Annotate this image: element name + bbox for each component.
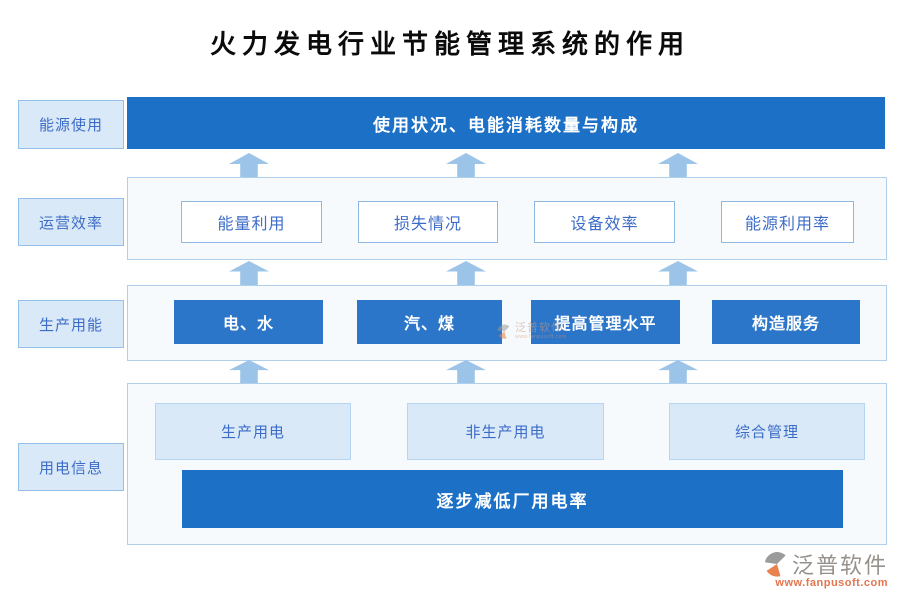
row-label-operation-efficiency-text: 运营效率 xyxy=(38,214,103,232)
row-label-production-energy-text: 生产用能 xyxy=(38,316,103,334)
up-arrow-icon xyxy=(658,261,698,285)
production-box-text: 汽、煤 xyxy=(403,316,455,333)
page-title: 火力发电行业节能管理系统的作用 xyxy=(209,30,690,59)
production-box-improve-management: 提高管理水平 xyxy=(531,300,680,344)
watermark-url: www.fanpusoft.com xyxy=(515,334,567,340)
efficiency-box-text: 能量利用 xyxy=(217,216,286,233)
efficiency-box-loss-situation: 损失情况 xyxy=(358,201,498,243)
production-box-steam-coal: 汽、煤 xyxy=(357,300,502,344)
reduce-plant-power-rate-bar: 逐步减低厂用电率 xyxy=(182,470,843,528)
production-box-text: 电、水 xyxy=(222,316,274,333)
watermark-text: 泛普软件 xyxy=(515,322,563,334)
electricity-box-text: 生产用电 xyxy=(220,424,285,441)
electricity-box-production-power: 生产用电 xyxy=(155,403,351,460)
efficiency-box-equipment-efficiency: 设备效率 xyxy=(534,201,675,243)
brand-name: 泛普软件 xyxy=(791,553,888,578)
watermark-logo: 泛普软件 www.fanpusoft.com xyxy=(497,323,567,340)
efficiency-box-energy-utilization: 能量利用 xyxy=(181,201,322,243)
up-arrow-icon xyxy=(658,360,698,383)
efficiency-box-text: 损失情况 xyxy=(393,216,462,233)
reduce-plant-power-rate-text: 逐步减低厂用电率 xyxy=(436,491,589,511)
efficiency-box-text: 能源利用率 xyxy=(744,216,830,233)
up-arrow-icon xyxy=(446,261,486,285)
up-arrow-icon xyxy=(229,360,269,383)
up-arrow-icon xyxy=(446,153,486,178)
row-label-operation-efficiency: 运营效率 xyxy=(18,198,124,246)
up-arrow-icon xyxy=(229,153,269,178)
up-arrow-icon xyxy=(229,261,269,285)
efficiency-box-energy-utilization-rate: 能源利用率 xyxy=(721,201,854,243)
up-arrow-icon xyxy=(446,360,486,383)
row-label-energy-use-text: 能源使用 xyxy=(38,117,103,134)
production-box-construct-service: 构造服务 xyxy=(712,300,860,344)
production-box-text: 提高管理水平 xyxy=(554,316,657,333)
row-label-electricity-info-text: 用电信息 xyxy=(38,459,103,477)
electricity-box-non-production-power: 非生产用电 xyxy=(407,403,604,460)
brand-logo: 泛普软件 www.fanpusoft.com xyxy=(764,548,888,589)
electricity-box-text: 非生产用电 xyxy=(465,424,546,441)
efficiency-box-text: 设备效率 xyxy=(570,216,639,233)
row-label-electricity-info: 用电信息 xyxy=(18,443,124,491)
production-box-text: 构造服务 xyxy=(751,316,820,333)
brand-url: www.fanpusoft.com xyxy=(775,577,888,589)
energy-use-bar-text: 使用状况、电能消耗数量与构成 xyxy=(373,115,639,135)
electricity-box-text: 综合管理 xyxy=(734,424,799,441)
row-label-energy-use: 能源使用 xyxy=(18,100,124,149)
fanpu-logo-icon xyxy=(764,552,786,577)
up-arrow-icon xyxy=(658,153,698,178)
row-label-production-energy: 生产用能 xyxy=(18,300,124,348)
energy-use-bar: 使用状况、电能消耗数量与构成 xyxy=(127,97,885,149)
fanpu-logo-icon xyxy=(497,324,510,339)
electricity-box-comprehensive-management: 综合管理 xyxy=(669,403,865,460)
production-box-electricity-water: 电、水 xyxy=(174,300,323,344)
